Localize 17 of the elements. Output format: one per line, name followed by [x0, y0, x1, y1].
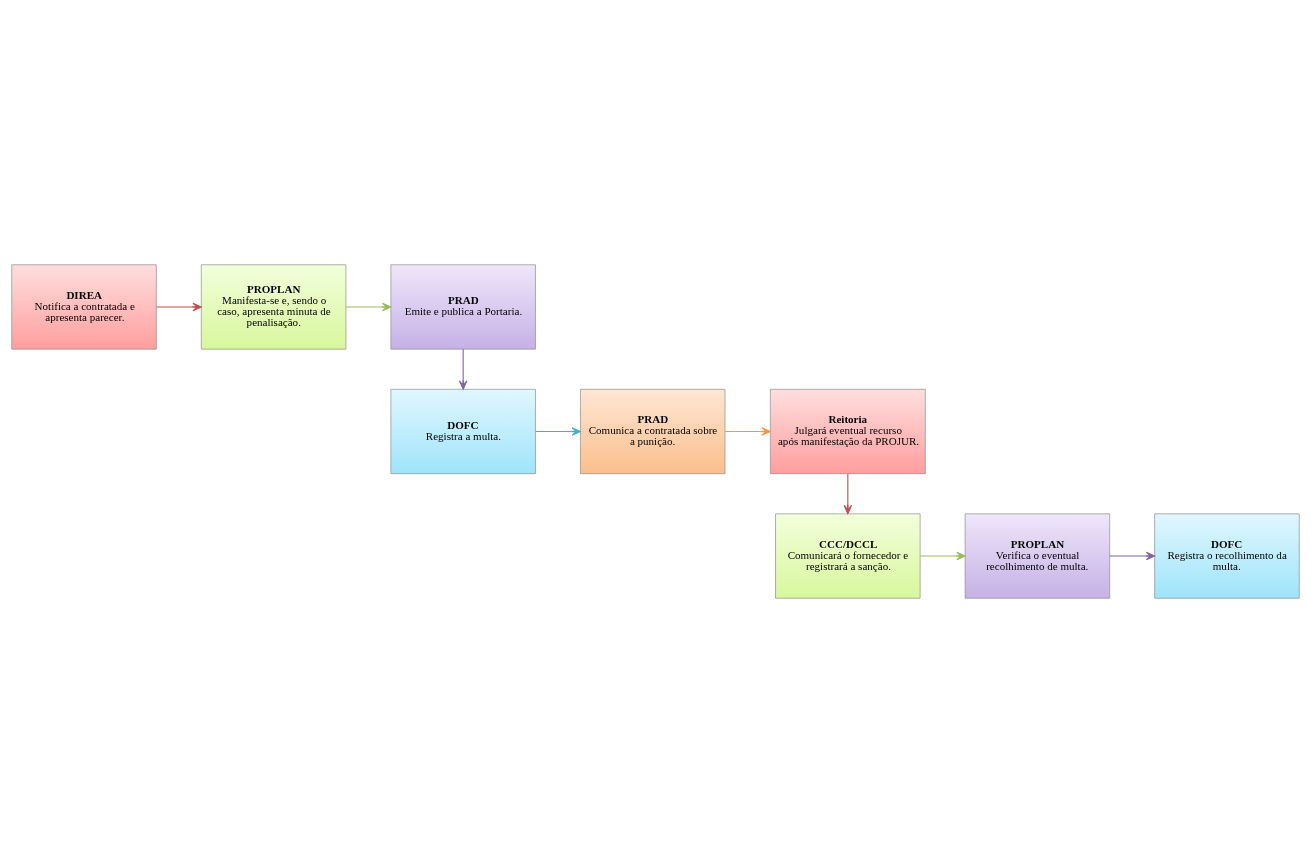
arrow [458, 348, 468, 390]
node-box: PRAD Emite e publica a Portaria. [390, 263, 536, 349]
node-box: PROPLAN Verifica o eventual recolhimento de multa. [964, 513, 1111, 599]
node-box: CCC/DCCL Comunicará o fornecedor e registrará a sanção. [775, 513, 921, 599]
arrow [535, 426, 581, 436]
node-box: PRAD Comunica a contratada sobre a punição. [580, 388, 726, 474]
arrow [1109, 551, 1156, 560]
arrow [155, 302, 202, 311]
node-box: DOFC Registra o recolhimento da multa. [1154, 513, 1300, 599]
arrow [724, 426, 771, 436]
arrow [919, 551, 966, 560]
node-box: PROPLAN Manifesta-se e, sendo o caso, apresenta minuta de penalisação. [200, 263, 347, 349]
arrow [345, 302, 392, 311]
node-box: Reitoria Julgará eventual recurso após manifestação da PROJUR. [770, 388, 926, 474]
arrow [843, 472, 853, 514]
node-box: DIREA Notifica a contratada e apresenta parecer. [11, 263, 157, 349]
node-box: DOFC Registra a multa. [390, 388, 536, 474]
